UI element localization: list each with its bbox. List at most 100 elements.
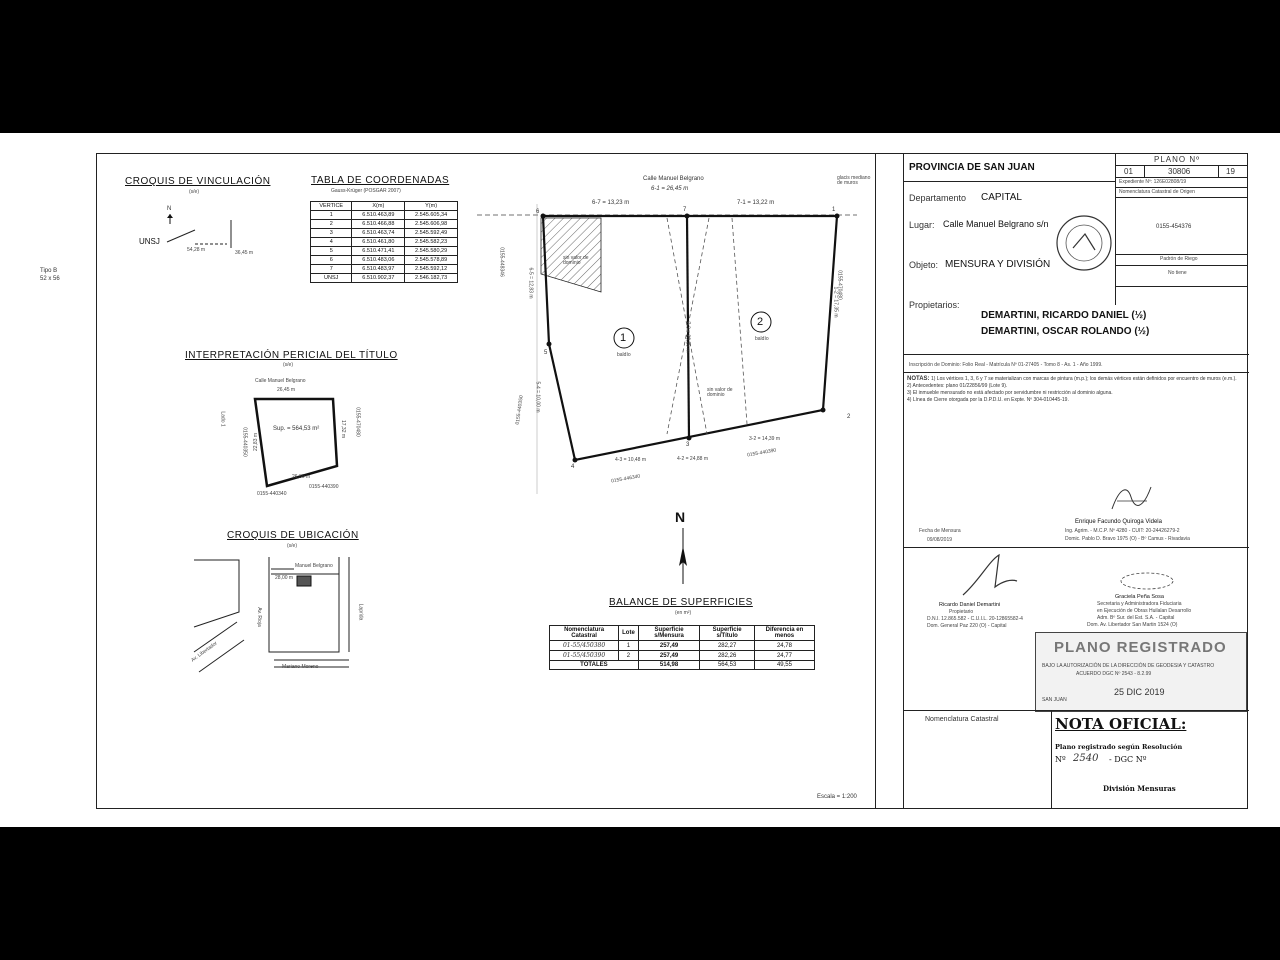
vertex-1: 1 bbox=[832, 207, 836, 213]
plan-hatch-note: sin valor de dominio bbox=[563, 255, 589, 266]
balance-unit: (en m²) bbox=[675, 610, 692, 616]
divider bbox=[1116, 165, 1248, 166]
vertex-5: 5 bbox=[544, 350, 548, 356]
interp-parcel bbox=[253, 397, 339, 488]
interpretacion-scale: (s/e) bbox=[283, 362, 293, 368]
interp-nom-bottom-2: 0155-440390 bbox=[309, 484, 339, 490]
fecha-mensura-label: Fecha de Mensura bbox=[919, 528, 961, 534]
drawing-frame: CROQUIS DE VINCULACIÓN (s/e) N UNSJ 54,2… bbox=[96, 153, 1249, 809]
balance-cell: 1 bbox=[618, 640, 639, 651]
vinculacion-sketch bbox=[166, 214, 232, 248]
sheet-size-note: 52 x 56 bbox=[40, 276, 60, 282]
plan-drawing bbox=[477, 204, 857, 494]
coordinates-cell: 2.545.578,89 bbox=[404, 255, 458, 265]
plan-dim-42: 4-2 = 24,88 m bbox=[677, 456, 708, 462]
balance-totals-row: TOTALES 514,98 564,53 49,55 bbox=[549, 660, 816, 670]
balance-total-label: TOTALES bbox=[549, 660, 639, 670]
plan-dim-71: 7-1 = 13,22 m bbox=[737, 200, 775, 206]
provincia: PROVINCIA DE SAN JUAN bbox=[909, 162, 1035, 173]
balance-title: BALANCE DE SUPERFICIES bbox=[609, 597, 753, 608]
coordinates-cell: 7 bbox=[309, 264, 353, 274]
lugar-label: Lugar: bbox=[909, 220, 935, 230]
balance-cell: 257,49 bbox=[637, 640, 701, 651]
plano-part-2: 30806 bbox=[1168, 167, 1191, 176]
balance-cell: 2 bbox=[618, 650, 639, 661]
fecha-mensura: 09/08/2019 bbox=[927, 537, 953, 543]
interp-lado: Lado 1 bbox=[219, 411, 226, 427]
interp-bottom-dim: 26,30 m bbox=[292, 474, 311, 480]
resolution-n-label: Nº bbox=[1055, 755, 1066, 764]
coordinates-cell: UNSJ bbox=[309, 273, 353, 283]
divider bbox=[1218, 165, 1219, 177]
plano-n-label: PLANO Nº bbox=[1154, 155, 1201, 164]
vinculacion-scale: (s/e) bbox=[189, 189, 199, 195]
interp-street: Calle Manuel Belgrano bbox=[255, 378, 306, 384]
nota-3: 3) El inmueble mensurado no está afectad… bbox=[907, 390, 1113, 396]
official-seal-icon bbox=[1056, 215, 1112, 271]
coordinates-cell: 6.510.902,37 bbox=[351, 273, 406, 283]
nota-oficial: NOTA OFICIAL: bbox=[1055, 715, 1187, 733]
interp-top-dim: 26,45 m bbox=[277, 387, 296, 393]
divider bbox=[1116, 197, 1248, 198]
second-signer-line-2: Adm. Bº Sur. del Est. S.A. - Capital bbox=[1097, 615, 1175, 621]
coordinates-cell: 6.510.461,80 bbox=[351, 237, 406, 247]
plan-top-dim: 6-1 = 26,45 m bbox=[651, 186, 689, 192]
balance-total-diferencia: 49,55 bbox=[753, 660, 816, 670]
registered-stamp: PLANO REGISTRADO BAJO LA AUTORIZACIÓN DE… bbox=[1035, 632, 1247, 712]
interp-nom-bottom-1: 0155-440340 bbox=[257, 491, 287, 497]
owner-signer-line-2: Dom. General Paz 220 (O) - Capital bbox=[927, 623, 1007, 629]
departamento-label: Departamento bbox=[909, 193, 967, 203]
coord-header-vertice: VERTICE bbox=[309, 201, 353, 211]
nota-1: 1) Los vértices 1, 3, 6 y 7 se materiali… bbox=[930, 376, 1237, 382]
balance-cell: 01-55/450390 bbox=[548, 650, 620, 661]
coordinates-cell: 2.545.592,12 bbox=[404, 264, 458, 274]
unsj-label: UNSJ bbox=[139, 237, 160, 246]
nomenclatura-catastral-label: Nomenclatura Catastral bbox=[925, 716, 999, 723]
plan-dim-73: 7-3 = 23,25 m bbox=[684, 321, 691, 353]
stamp-title: PLANO REGISTRADO bbox=[1054, 639, 1227, 656]
plano-registrado-text: Plano registrado según Resolución bbox=[1055, 743, 1183, 751]
second-signer-role: Secretaria y Administradora Fiduciaria bbox=[1097, 601, 1182, 607]
balance-cell: 282,27 bbox=[699, 640, 755, 651]
stamp-line-1: BAJO LA AUTORIZACIÓN DE LA DIRECCIÓN DE … bbox=[1042, 663, 1215, 669]
notas-label: NOTAS: bbox=[907, 376, 930, 382]
second-signer-line-1: en Ejecución de Obras Huilalan Desarroll… bbox=[1097, 608, 1192, 614]
coordinates-cell: 2.545.605,34 bbox=[404, 210, 458, 220]
second-signer-name: Graciela Peña Sosa bbox=[1115, 594, 1164, 600]
coordinates-cell: 2 bbox=[309, 219, 353, 229]
plano-part-1: 01 bbox=[1124, 167, 1133, 176]
interp-right-dim: 17,32 m bbox=[340, 419, 347, 439]
balance-header-nomenclatura: Nomenclatura Catastral bbox=[548, 625, 620, 641]
ubicacion-title: CROQUIS DE UBICACIÓN bbox=[227, 530, 359, 541]
plano-part-3: 19 bbox=[1226, 167, 1235, 176]
balance-total-mensura: 514,98 bbox=[637, 660, 701, 670]
resolution-number: 2540 bbox=[1073, 753, 1099, 764]
coordinates-cell: 3 bbox=[309, 228, 353, 238]
plan-dim-67: 6-7 = 13,23 m bbox=[592, 200, 630, 206]
professional-signature bbox=[1111, 486, 1152, 510]
second-signer-line-3: Dom. Av. Libertador San Martin 1524 (O) bbox=[1087, 622, 1178, 628]
padron-value: No tiene bbox=[1168, 270, 1187, 276]
balance-header-diferencia: Diferencia en menos bbox=[753, 625, 816, 641]
plano-number-box: PLANO Nº 01 30806 19 Expediente Nº: 126E… bbox=[1115, 154, 1248, 305]
north-label: N bbox=[675, 509, 686, 525]
vertex-7: 7 bbox=[683, 207, 687, 213]
second-signature bbox=[1120, 572, 1174, 590]
interpretacion-title: INTERPRETACIÓN PERICIAL DEL TÍTULO bbox=[185, 350, 398, 361]
owner-1: DEMARTINI, RICARDO DANIEL (½) bbox=[981, 310, 1147, 321]
plan-dim-65: 6-5 = 12,83 m bbox=[527, 267, 534, 299]
interp-left-dim: 22,83 m bbox=[253, 432, 260, 452]
propietarios-label: Propietarios: bbox=[909, 300, 960, 310]
plan-dim-32: 3-2 = 14,39 m bbox=[749, 436, 780, 442]
owner-2: DEMARTINI, OSCAR ROLANDO (½) bbox=[981, 326, 1150, 337]
balance-row-2: 01-55/450390 2 257,49 282,26 24,77 bbox=[548, 650, 816, 661]
coordinates-cell: 2.546.182,73 bbox=[404, 273, 458, 283]
ubicacion-street-left: Av. Rioja bbox=[255, 607, 262, 627]
owner-signer-name: Ricardo Daniel Demartini bbox=[939, 602, 1001, 608]
stamp-place: SAN JUAN bbox=[1042, 697, 1067, 703]
title-block-border bbox=[903, 154, 904, 808]
